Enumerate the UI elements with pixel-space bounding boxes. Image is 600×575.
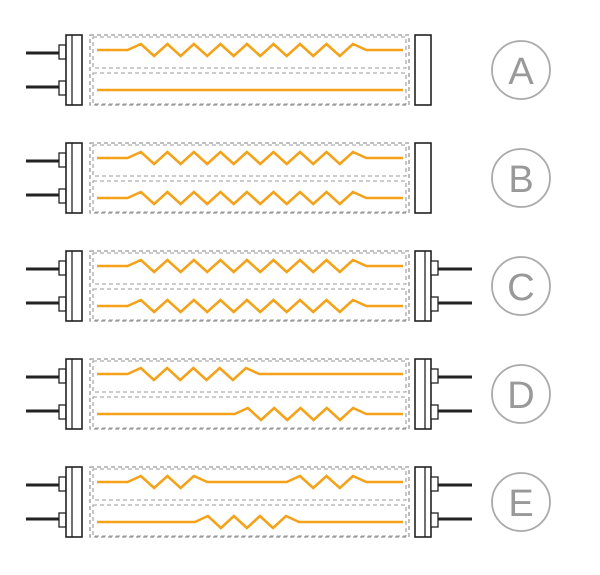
filament-bottom bbox=[97, 190, 403, 206]
channel-bottom bbox=[92, 180, 407, 213]
right-end-cap-blank bbox=[414, 142, 432, 214]
filament-bottom bbox=[97, 514, 403, 530]
left-pin-bottom bbox=[58, 404, 67, 420]
left-pin-bottom bbox=[58, 188, 67, 204]
tube-outline bbox=[89, 358, 410, 430]
left-end-cap bbox=[65, 142, 83, 214]
diagram-c: C bbox=[26, 250, 551, 322]
label-ring bbox=[491, 364, 551, 424]
filament-top bbox=[97, 366, 403, 382]
left-pin-bottom bbox=[58, 512, 67, 528]
channel-top bbox=[92, 360, 407, 393]
tube-outline bbox=[89, 250, 410, 322]
filament-top bbox=[97, 42, 403, 58]
channel-top bbox=[92, 468, 407, 501]
filament-top bbox=[97, 474, 403, 490]
left-pin-top bbox=[58, 260, 67, 276]
left-pin-top bbox=[58, 476, 67, 492]
left-end-cap bbox=[65, 466, 83, 538]
channel-bottom bbox=[92, 288, 407, 321]
label-ring bbox=[491, 472, 551, 532]
diagram-a: A bbox=[26, 34, 551, 106]
diagram-label: B bbox=[508, 159, 533, 201]
channel-top bbox=[92, 144, 407, 177]
tube-outline bbox=[89, 466, 410, 538]
channel-top bbox=[92, 36, 407, 69]
diagram-label: D bbox=[507, 375, 534, 417]
right-pin-top bbox=[430, 260, 439, 276]
right-end-cap bbox=[414, 250, 432, 322]
diagram-d: D bbox=[26, 358, 551, 430]
label-ring bbox=[491, 148, 551, 208]
left-pin-top bbox=[58, 44, 67, 60]
tube-outline bbox=[89, 142, 410, 214]
channel-top bbox=[92, 252, 407, 285]
left-pin-bottom bbox=[58, 80, 67, 96]
right-pin-top bbox=[430, 368, 439, 384]
diagram-label: C bbox=[507, 267, 534, 309]
right-pin-bottom bbox=[430, 512, 439, 528]
channel-bottom bbox=[92, 396, 407, 429]
diagram-label: E bbox=[508, 483, 533, 525]
label-ring bbox=[491, 256, 551, 316]
left-end-cap bbox=[65, 34, 83, 106]
left-pin-bottom bbox=[58, 296, 67, 312]
right-pin-top bbox=[430, 476, 439, 492]
filament-top bbox=[97, 258, 403, 274]
filament-bottom bbox=[97, 298, 403, 314]
filament-top bbox=[97, 150, 403, 166]
left-pin-top bbox=[58, 152, 67, 168]
diagram-e: E bbox=[26, 466, 551, 538]
right-end-cap-blank bbox=[414, 34, 432, 106]
right-pin-bottom bbox=[430, 296, 439, 312]
left-end-cap bbox=[65, 358, 83, 430]
tube-outline bbox=[89, 34, 410, 106]
label-ring bbox=[491, 40, 551, 100]
diagram-b: B bbox=[26, 142, 551, 214]
left-pin-top bbox=[58, 368, 67, 384]
channel-bottom bbox=[92, 504, 407, 537]
right-end-cap bbox=[414, 466, 432, 538]
channel-bottom bbox=[92, 72, 407, 105]
left-end-cap bbox=[65, 250, 83, 322]
filament-bottom bbox=[97, 406, 403, 422]
right-pin-bottom bbox=[430, 404, 439, 420]
diagram-label: A bbox=[508, 51, 534, 93]
right-end-cap bbox=[414, 358, 432, 430]
